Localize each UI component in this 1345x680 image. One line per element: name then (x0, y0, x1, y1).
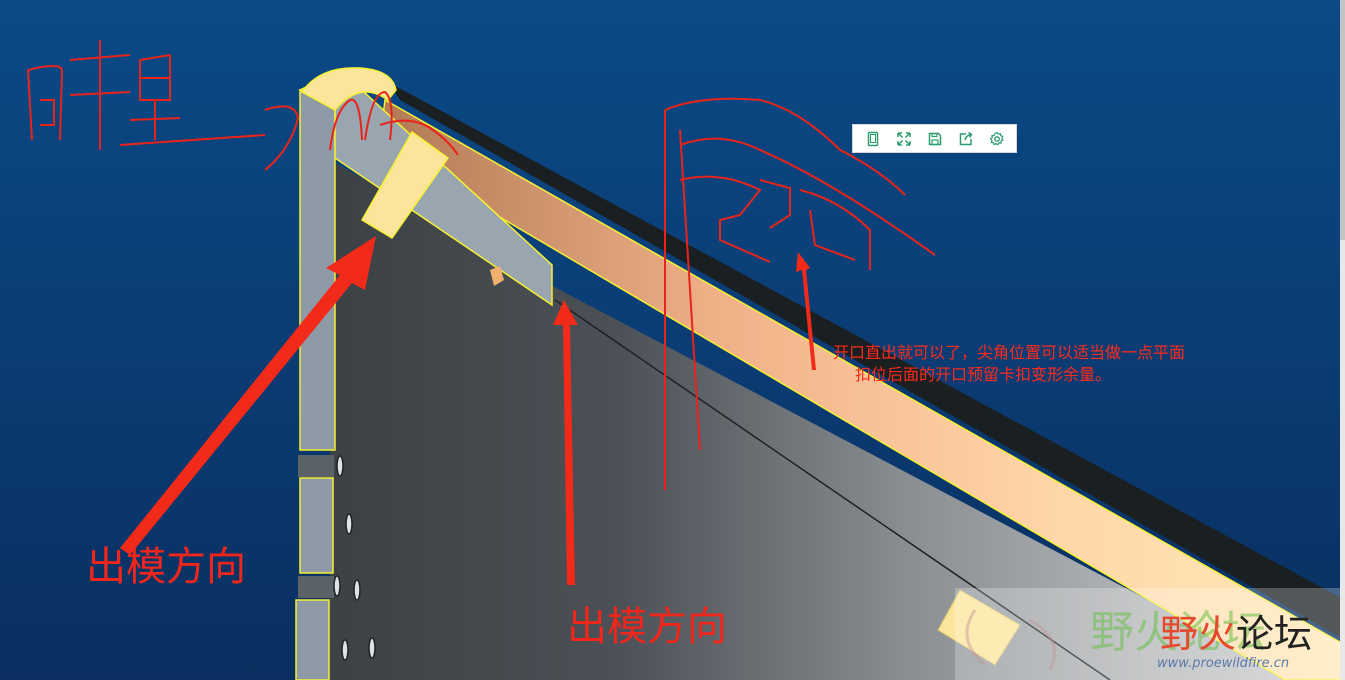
arrow-center (553, 300, 578, 585)
watermark-name-part-2: 论坛 (1236, 612, 1313, 656)
watermark-panel (955, 588, 1340, 680)
corner-cap (300, 67, 397, 111)
watermark-forum-name: 野火论坛 (1160, 614, 1312, 654)
watermark-url: www.proewildfire.cn (1157, 656, 1290, 671)
left-wall-lower-1 (299, 477, 334, 574)
share-icon (959, 131, 973, 145)
lower-clip (937, 589, 1021, 666)
arrow-left (120, 236, 376, 555)
tablet-view-button[interactable] (861, 127, 885, 151)
annotation-note-line-1: 开口直出就可以了，尖角位置可以适当做一点平面 (833, 343, 1186, 362)
panel-edge-line (554, 299, 1111, 680)
fullscreen-button[interactable] (892, 127, 916, 151)
small-nub (490, 266, 504, 286)
settings-button[interactable] (985, 127, 1009, 151)
annotation-note-line-2: 扣位后面的开口预留卡扣变形余量。 (855, 365, 1112, 384)
save-button[interactable] (923, 127, 947, 151)
red-handwriting (27, 40, 936, 490)
save-icon (928, 132, 941, 145)
snap-clip (360, 130, 450, 240)
wall-gap-1 (298, 455, 334, 477)
arrow-right (796, 252, 816, 370)
left-wall-lower-2 (295, 599, 330, 680)
demold-direction-label-center: 出模方向 (567, 604, 727, 650)
screw-holes (333, 455, 376, 661)
vertical-scrollbar[interactable] (1340, 0, 1345, 680)
watermark-ghost-text: 野火论坛 (1090, 607, 1266, 658)
top-edge-face (388, 82, 1345, 640)
demold-direction-label-left: 出模方向 (86, 544, 246, 590)
watermark-name-part-1: 野火 (1160, 612, 1237, 656)
fullscreen-icon (896, 131, 911, 146)
left-wall (299, 88, 336, 451)
viewer-toolbar (852, 124, 1017, 153)
tablet-icon (867, 131, 878, 146)
scrollbar-thumb[interactable] (1340, 0, 1345, 240)
wall-gap-2 (298, 576, 334, 598)
gear-icon (989, 131, 1004, 146)
share-button[interactable] (954, 127, 978, 151)
watermark-logo (965, 609, 1056, 671)
red-arrows (120, 236, 816, 585)
